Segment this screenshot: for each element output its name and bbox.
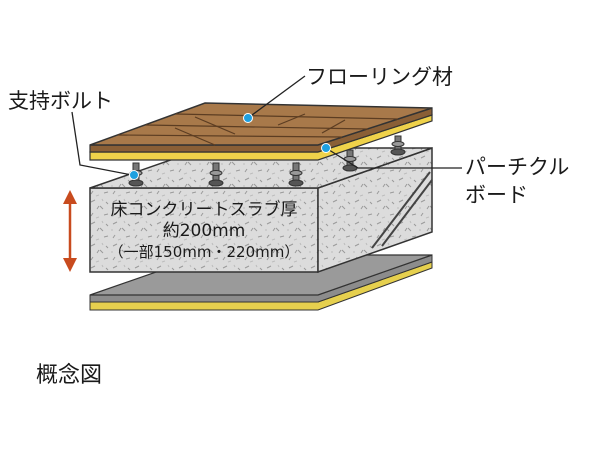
support-bolt-label: 支持ボルト: [8, 89, 113, 113]
bolt-marker: [129, 170, 139, 180]
slab-label-line3: （一部150mm・220mm）: [108, 243, 300, 261]
markers: [129, 113, 331, 180]
slab-label-line1: 床コンクリートスラブ厚: [110, 200, 298, 220]
particle-leader: [325, 147, 462, 169]
bolt: [288, 162, 304, 187]
particle-board-label-line2: ボード: [465, 183, 528, 207]
leader-lines: [71, 75, 462, 176]
bolt-leader: [71, 111, 133, 176]
flooring-label: フローリング材: [306, 65, 453, 89]
flooring-leader: [247, 75, 306, 119]
slab-label: 床コンクリートスラブ厚 約200mm （一部150mm・220mm）: [88, 200, 320, 263]
flooring-marker: [243, 113, 253, 123]
bolt: [342, 149, 358, 172]
wood-flooring: [89, 102, 433, 153]
caption: 概念図: [36, 363, 103, 388]
lower-slab: [89, 254, 433, 311]
concrete-slab: [89, 146, 433, 274]
particle-board-label-line1: パーチクル: [465, 155, 570, 179]
slab-label-line2: 約200mm: [162, 221, 246, 241]
bolt: [390, 135, 406, 156]
particle-marker: [321, 143, 331, 153]
thickness-arrow: [63, 190, 77, 272]
bolt: [208, 162, 224, 187]
